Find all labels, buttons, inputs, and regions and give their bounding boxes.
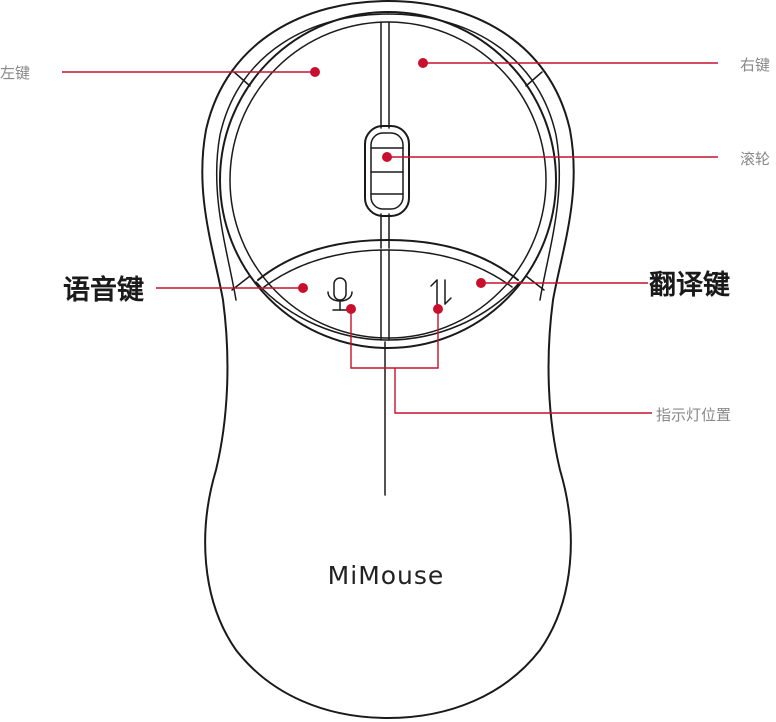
- label-left-button: 左键: [0, 64, 30, 82]
- label-voice-button: 语音键: [63, 274, 144, 306]
- dot-indicator-right: [433, 304, 443, 314]
- label-translate-button: 翻译键: [649, 269, 730, 301]
- dot-voice-button: [298, 283, 308, 293]
- lower-buttons-arc-top: [257, 239, 519, 281]
- scroll-wheel-outer[interactable]: [364, 125, 410, 217]
- dot-indicator-left: [346, 304, 356, 314]
- top-disc-outer: [219, 11, 557, 349]
- swap-arrows-icon[interactable]: [430, 279, 452, 305]
- label-right-button: 右键: [740, 56, 770, 74]
- dot-left-button: [310, 67, 320, 77]
- mouse-body-outline: [201, 0, 575, 719]
- top-disc-inner: [229, 21, 547, 339]
- leader-indicator-light-branch: [394, 368, 652, 414]
- label-indicator-light: 指示灯位置: [656, 406, 731, 424]
- lower-buttons-arc-top-inner: [263, 249, 513, 288]
- dot-translate-button: [476, 278, 486, 288]
- label-scroll-wheel: 滚轮: [740, 150, 770, 168]
- scroll-wheel-inner: [370, 132, 404, 210]
- lower-buttons-arc-bottom: [255, 281, 521, 341]
- rim-notch-right-top: [525, 71, 543, 87]
- brand-logo-text: MiMouse: [328, 561, 445, 590]
- rim-notch-left-top: [233, 71, 251, 87]
- dot-scroll-wheel: [382, 152, 392, 162]
- microphone-icon[interactable]: [327, 277, 353, 311]
- dot-right-button: [418, 58, 428, 68]
